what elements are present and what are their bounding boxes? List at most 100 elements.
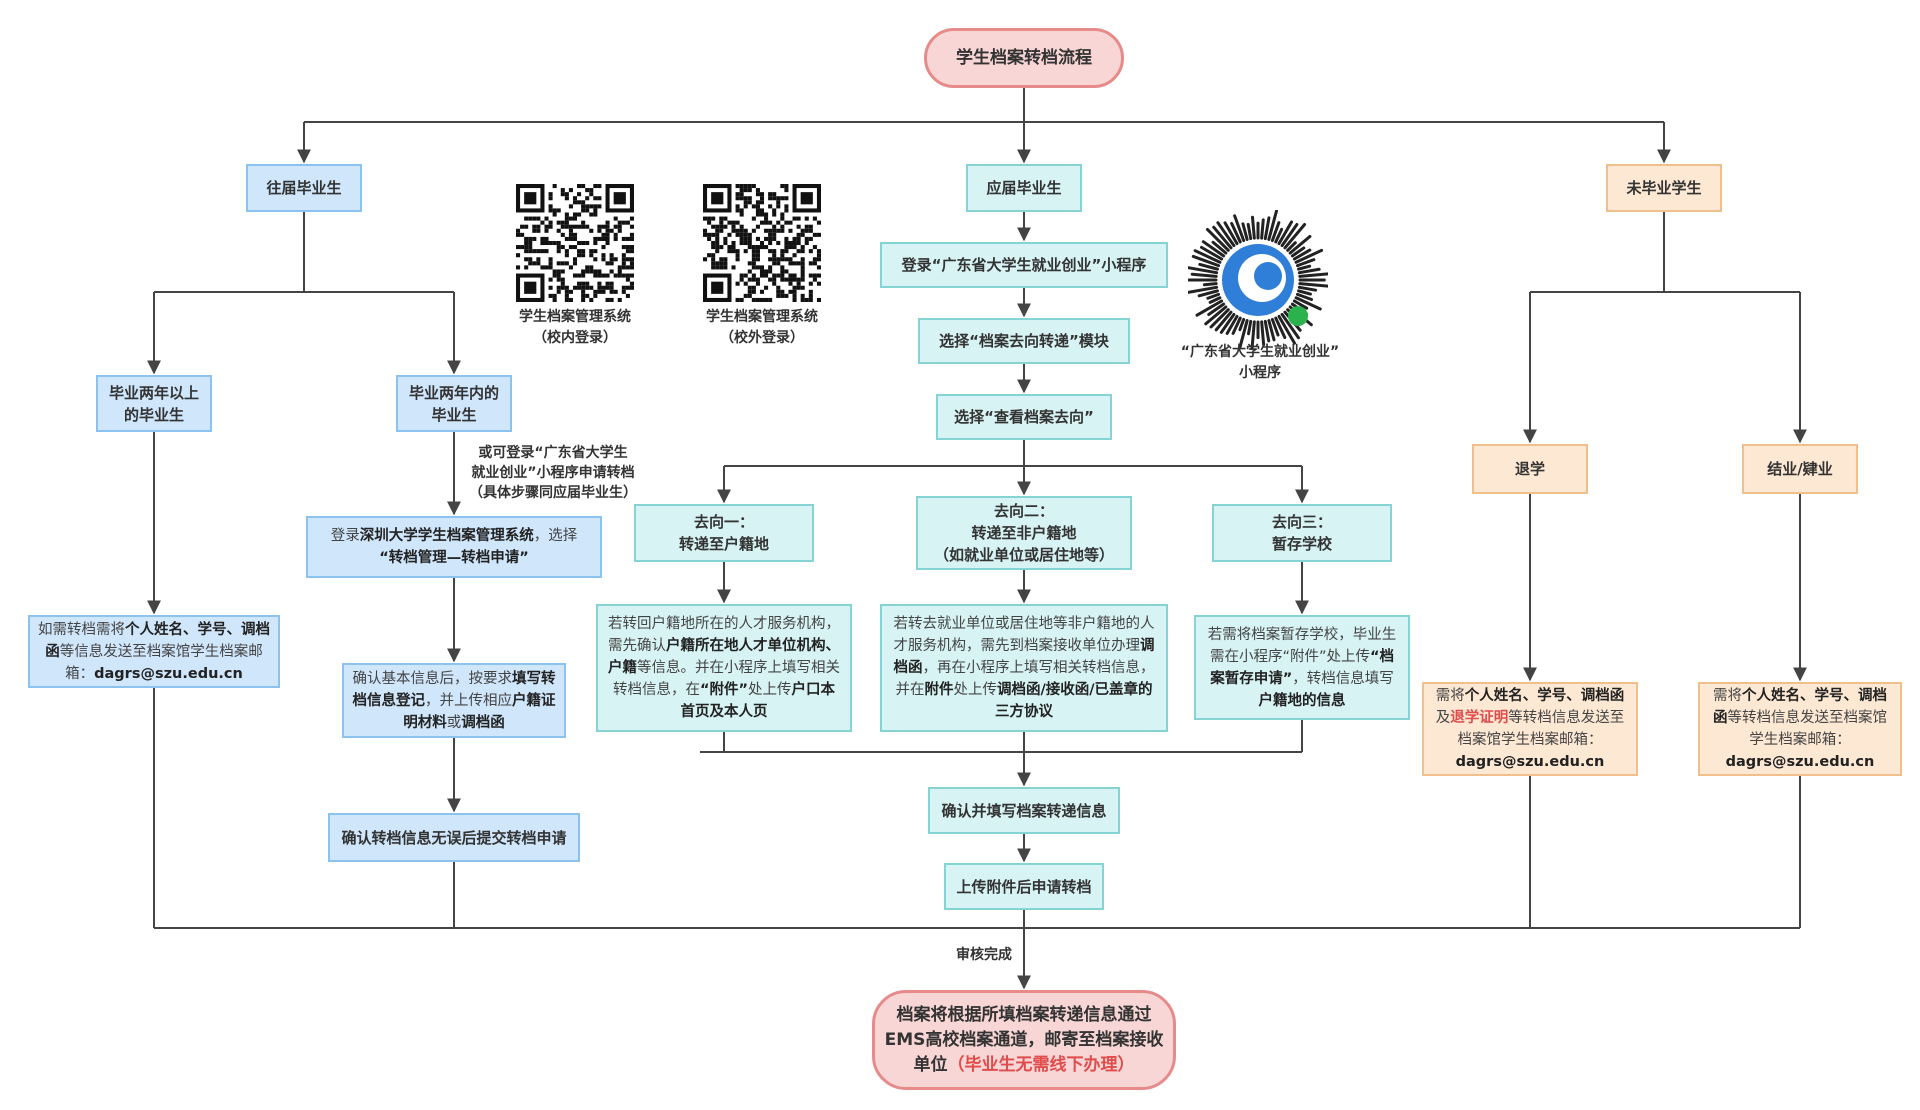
past-step-fill-info: 确认基本信息后，按要求填写转档信息登记，并上传相应户籍证明材料或调档函 xyxy=(342,663,566,738)
email-address: dagrs@szu.edu.cn xyxy=(94,665,243,682)
final-l3: 单位 xyxy=(913,1054,948,1075)
mini-label-l2: 小程序 xyxy=(1239,365,1281,381)
text: ，并上传相应 xyxy=(425,692,512,709)
past-step1-text: 登录深圳大学学生档案管理系统，选择“转档管理—转档申请” xyxy=(331,525,578,569)
text-bold: 户籍证明材料 xyxy=(403,692,556,731)
text: 及 xyxy=(1435,710,1451,726)
final-red-note: （毕业生无需线下办理） xyxy=(947,1054,1135,1075)
side-note-l2: 就业创业”小程序申请转档 xyxy=(471,465,635,481)
past-step-login-system: 登录深圳大学学生档案管理系统，选择“转档管理—转档申请” xyxy=(306,516,602,578)
text: 处上传 xyxy=(953,682,997,698)
email-address: dagrs@szu.edu.cn xyxy=(1725,754,1875,770)
text: 等转档信息发送至档案馆学生档案邮箱： xyxy=(1727,710,1888,748)
text: 确认基本信息后，按要求 xyxy=(352,670,513,687)
current-step-confirm-info: 确认并填写档案转递信息 xyxy=(928,787,1120,834)
destination-one-node: 去向一： 转递至户籍地 xyxy=(634,504,814,562)
over-two-email-text: 如需转档需将个人姓名、学号、调档函等信息发送至档案馆学生档案邮箱：dagrs@s… xyxy=(38,619,270,685)
text-bold: 个人姓名、学号、调档函 xyxy=(45,621,270,660)
text: 若转回户籍地所在的人才服务机构，需先确认 xyxy=(608,616,840,654)
email-address: dagrs@szu.edu.cn xyxy=(1455,754,1605,770)
qr-label-campus: 学生档案管理系统 （校内登录） xyxy=(495,307,655,349)
text: ，选择 xyxy=(533,528,578,544)
final-l2: EMS高校档案通道，邮寄至档案接收 xyxy=(884,1029,1164,1050)
text-bold: 调档函 xyxy=(461,714,505,731)
past-graduates-node: 往届毕业生 xyxy=(246,164,362,212)
text-bold: 深圳大学学生档案管理系统 xyxy=(359,528,534,544)
past-step-submit: 确认转档信息无误后提交转档申请 xyxy=(328,813,580,862)
text: 若转去就业单位或居住地等非户籍地的人才服务机构，需先到档案接收单位办理 xyxy=(893,616,1155,654)
qr-code-icon xyxy=(703,184,821,302)
text: 处上传 xyxy=(748,682,792,698)
text-bold: 户籍地的信息 xyxy=(1258,692,1346,709)
mini-program-code-icon xyxy=(1186,209,1332,352)
side-note-l1: 或可登录“广东省大学生 xyxy=(478,445,628,461)
text: 等转档信息发送至档案馆学生档案邮箱： xyxy=(1457,710,1625,748)
text: 需将 xyxy=(1713,688,1742,704)
completion-desc: 需将个人姓名、学号、调档函等转档信息发送至档案馆学生档案邮箱： dagrs@szu… xyxy=(1698,682,1902,776)
qr1-label-l2: （校内登录） xyxy=(533,330,617,346)
withdraw-node: 退学 xyxy=(1472,444,1588,494)
completion-node: 结业/肄业 xyxy=(1742,444,1858,494)
text: 等信息发送至档案馆学生档案邮箱： xyxy=(59,643,263,682)
qr-label-offcampus: 学生档案管理系统 （校外登录） xyxy=(682,307,842,349)
text-bold: “附件” xyxy=(699,682,749,698)
mini-program-code-icon xyxy=(1186,209,1332,352)
text: 需将 xyxy=(1435,688,1465,704)
destination-two-desc: 若转去就业单位或居住地等非户籍地的人才服务机构，需先到档案接收单位办理调档函，再… xyxy=(880,604,1168,732)
mini-label-l1: “广东省大学生就业创业” xyxy=(1180,344,1340,360)
qr-code-icon xyxy=(516,184,634,302)
qr2-label-l2: （校外登录） xyxy=(720,330,804,346)
text-bold: 调档函 xyxy=(893,638,1155,676)
dest1-desc-text: 若转回户籍地所在的人才服务机构，需先确认户籍所在地人才单位机构、户籍等信息。并在… xyxy=(606,613,842,723)
past-step2-text: 确认基本信息后，按要求填写转档信息登记，并上传相应户籍证明材料或调档函 xyxy=(352,668,556,734)
destination-two-node: 去向二： 转递至非户籍地 （如就业单位或居住地等） xyxy=(916,496,1132,570)
over-two-email-note: 如需转档需将个人姓名、学号、调档函等信息发送至档案馆学生档案邮箱：dagrs@s… xyxy=(28,615,280,688)
text-bold: 个人姓名、学号、调档函 xyxy=(1713,688,1887,726)
side-note-l3: （具体步骤同应届毕业生） xyxy=(469,485,637,501)
text: ，转档信息填写 xyxy=(1292,670,1394,687)
dest2-title-l3: （如就业单位或居住地等） xyxy=(933,546,1114,564)
current-graduates-node: 应届毕业生 xyxy=(966,164,1082,212)
text-bold: 调档函/接收函/已盖章的三方协议 xyxy=(995,682,1153,720)
text: 如需转档需将 xyxy=(38,621,125,638)
qr-code-icon xyxy=(703,184,821,302)
text: 登录 xyxy=(330,528,360,544)
text: 或 xyxy=(446,714,462,731)
final-l1: 档案将根据所填档案转递信息通过 xyxy=(896,1004,1152,1025)
over-two-label-l1: 毕业两年以上 xyxy=(108,383,199,402)
text-bold: 附件 xyxy=(924,682,954,698)
dest2-desc-text: 若转去就业单位或居住地等非户籍地的人才服务机构，需先到档案接收单位办理调档函，再… xyxy=(890,613,1158,723)
qr-code-icon xyxy=(516,184,634,302)
text-bold: 个人姓名、学号、调档函 xyxy=(1464,688,1625,704)
over-two-label-l2: 的毕业生 xyxy=(123,405,184,424)
destination-three-desc: 若需将档案暂存学校，毕业生需在小程序“附件”处上传“档案暂存申请”，转档信息填写… xyxy=(1194,615,1410,720)
withdraw-desc: 需将个人姓名、学号、调档函及退学证明等转档信息发送至档案馆学生档案邮箱： dagr… xyxy=(1422,682,1638,776)
text-bold: 户口本首页及本人页 xyxy=(680,682,836,720)
review-complete-label: 审核完成 xyxy=(956,947,1012,963)
dest3-desc-text: 若需将档案暂存学校，毕业生需在小程序“附件”处上传“档案暂存申请”，转档信息填写… xyxy=(1204,624,1400,712)
text-bold: 填写转档信息登记 xyxy=(352,670,556,709)
text-bold: “档案暂存申请” xyxy=(1210,648,1395,687)
current-step-view-destination: 选择“查看档案去向” xyxy=(936,394,1112,440)
dest1-title-l1: 去向一： xyxy=(693,513,754,531)
qr2-label-l1: 学生档案管理系统 xyxy=(706,309,818,325)
final-l3-wrap: 单位（毕业生无需线下办理） xyxy=(914,1053,1135,1078)
destination-one-desc: 若转回户籍地所在的人才服务机构，需先确认户籍所在地人才单位机构、户籍等信息。并在… xyxy=(596,604,852,732)
destination-three-node: 去向三： 暂存学校 xyxy=(1212,504,1392,562)
within-two-label-l2: 毕业生 xyxy=(431,405,477,424)
within-two-years-node: 毕业两年内的 毕业生 xyxy=(396,375,512,432)
text-bold: “转档管理—转档申请” xyxy=(379,550,529,566)
dest3-title-l2: 暂存学校 xyxy=(1271,535,1332,553)
text-red: 退学证明 xyxy=(1450,710,1509,726)
completion-desc-text: 需将个人姓名、学号、调档函等转档信息发送至档案馆学生档案邮箱： dagrs@szu… xyxy=(1708,685,1892,773)
text: 等信息。并在小程序上填写相关转档信息，在 xyxy=(612,660,840,698)
current-step-upload-apply: 上传附件后申请转档 xyxy=(944,863,1104,910)
dest2-title-l1: 去向二： xyxy=(993,502,1054,520)
non-graduates-node: 未毕业学生 xyxy=(1606,164,1722,212)
dest1-title-l2: 转递至户籍地 xyxy=(678,535,769,553)
text: 若需将档案暂存学校，毕业生需在小程序“附件”处上传 xyxy=(1207,626,1397,665)
within-two-label-l1: 毕业两年内的 xyxy=(408,383,499,402)
current-step-login-miniprogram: 登录“广东省大学生就业创业”小程序 xyxy=(880,242,1168,288)
dest3-title-l1: 去向三： xyxy=(1271,513,1332,531)
